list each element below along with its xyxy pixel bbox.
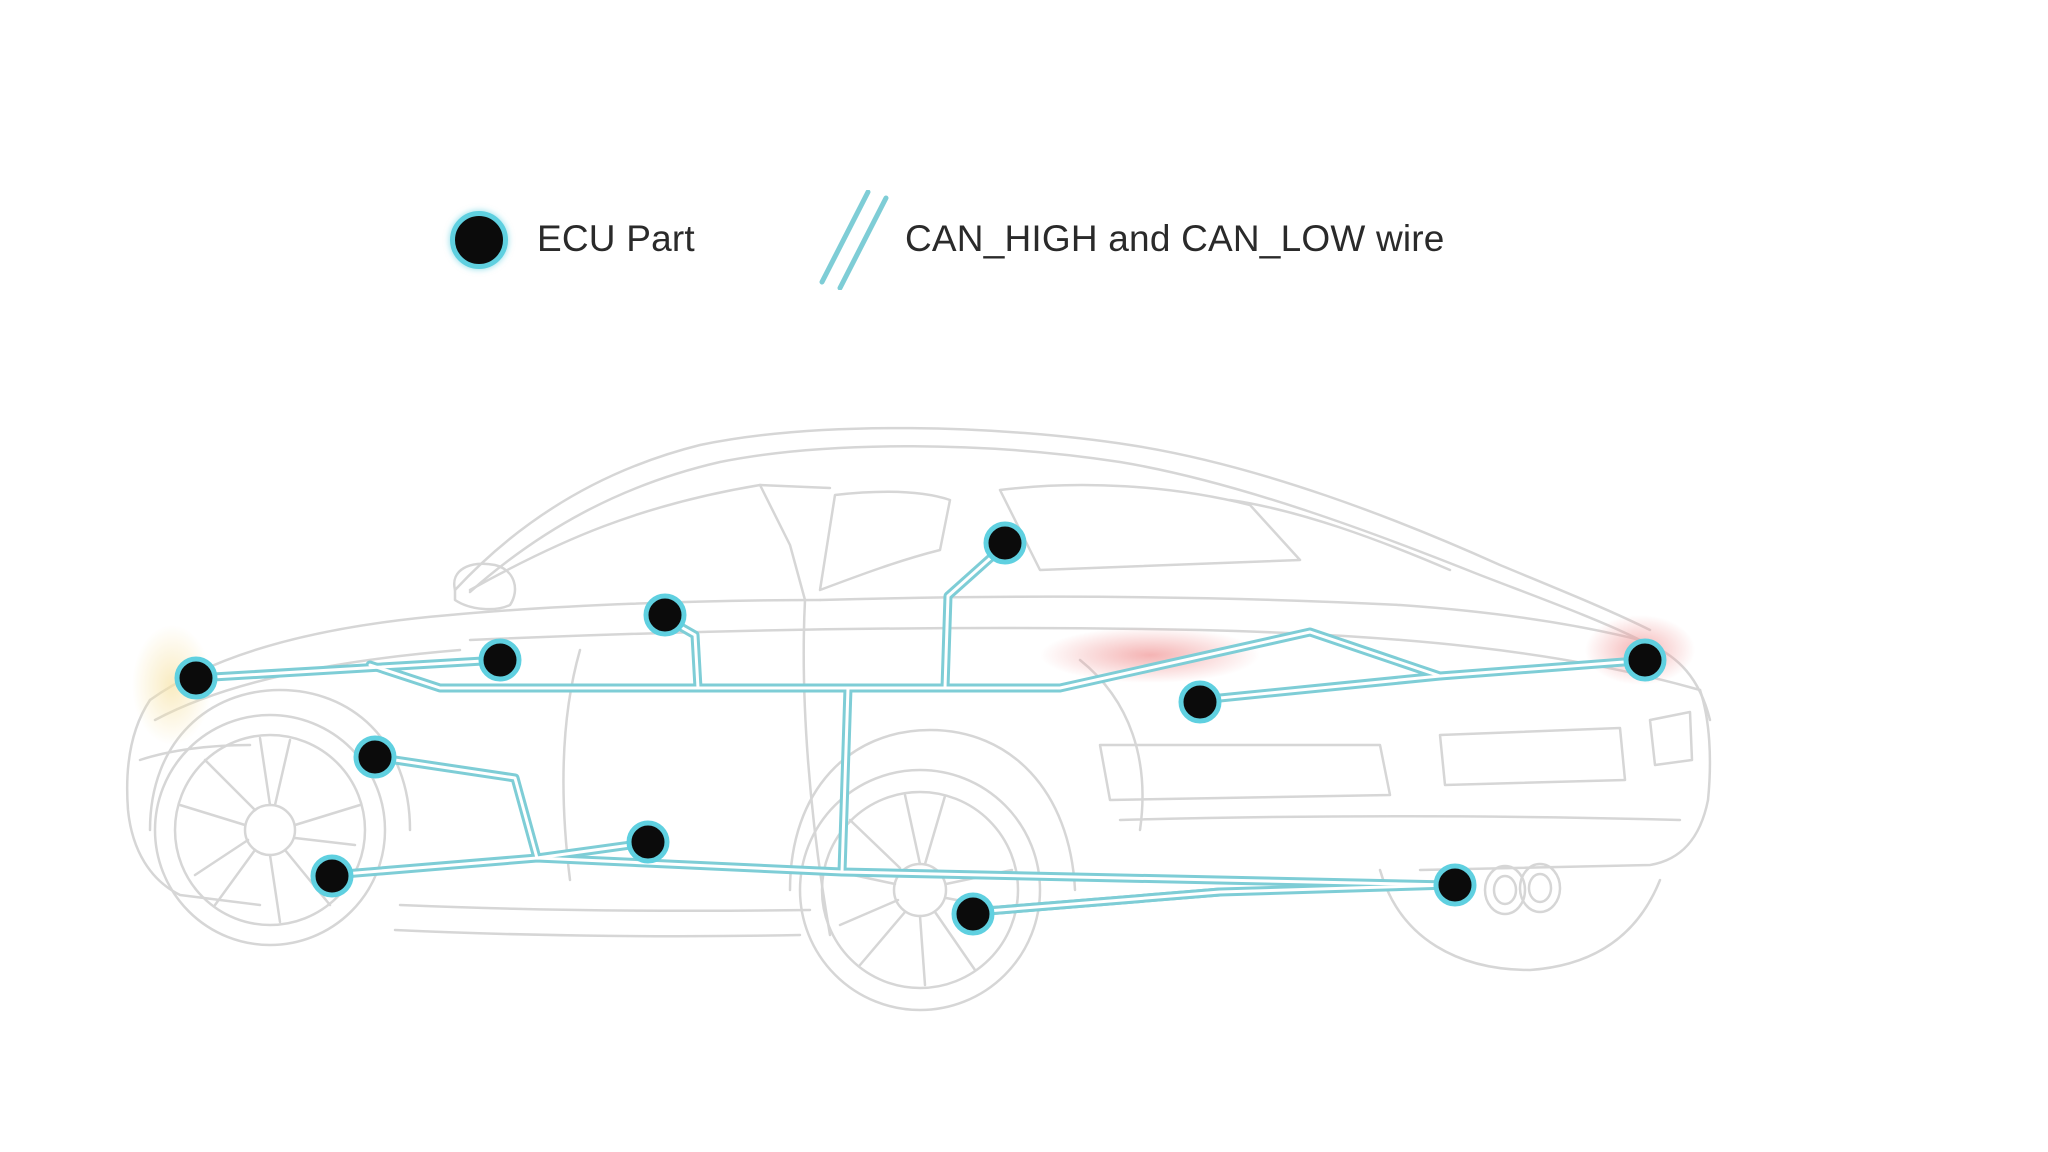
ecu-node <box>1178 680 1222 724</box>
ecu-part-icon <box>450 211 508 269</box>
ecu-node <box>174 656 218 700</box>
ecu-nodes <box>174 521 1667 936</box>
can-wires <box>191 540 1655 917</box>
can-wire-label: CAN_HIGH and CAN_LOW wire <box>905 218 1445 259</box>
tail-light-left <box>1040 627 1260 683</box>
ecu-node <box>951 892 995 936</box>
legend: ECU Part CAN_HIGH and CAN_LOW wire <box>440 190 1540 290</box>
ecu-node <box>1433 863 1477 907</box>
ecu-node <box>626 820 670 864</box>
ecu-node <box>478 638 522 682</box>
car-outline <box>125 426 1712 1012</box>
head-light <box>132 625 212 745</box>
ecu-node <box>1623 638 1667 682</box>
can-wire-icon <box>819 190 889 290</box>
ecu-node <box>310 854 354 898</box>
ecu-node <box>643 593 687 637</box>
ecu-node <box>983 521 1027 565</box>
ecu-part-label: ECU Part <box>537 218 695 259</box>
ecu-node <box>353 735 397 779</box>
